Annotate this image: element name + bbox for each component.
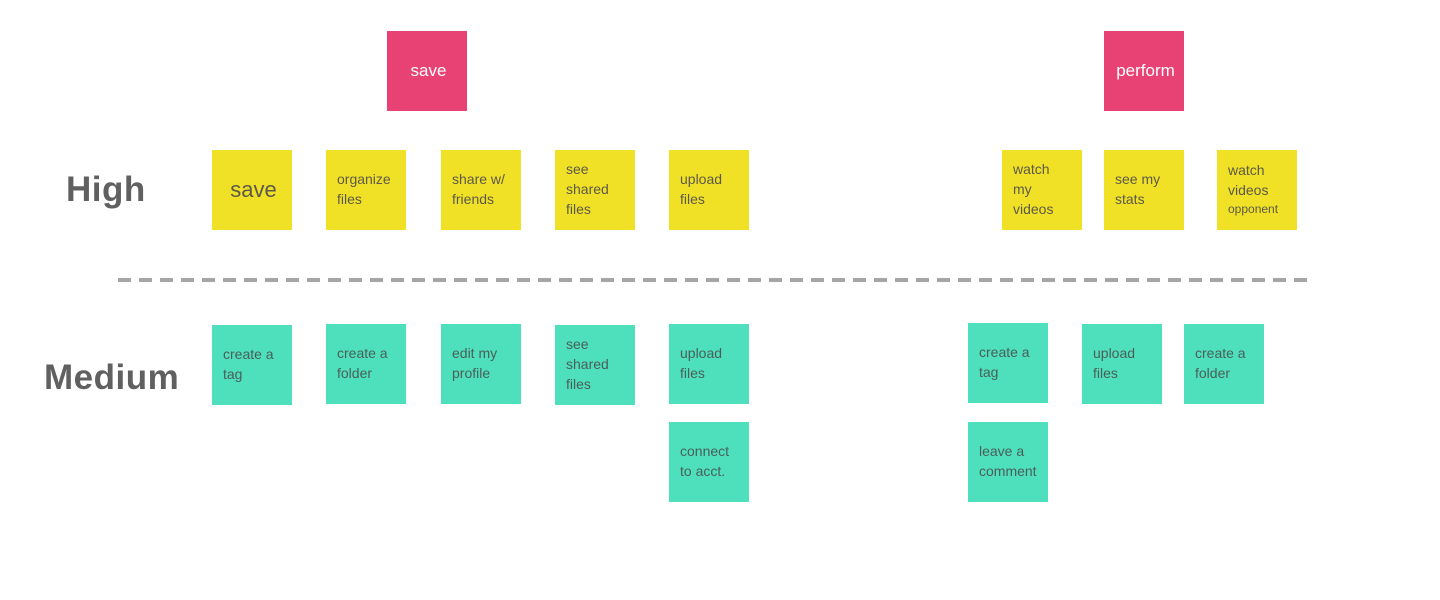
sticky-note-text: save: [410, 60, 447, 80]
sticky-note-text: leave a comment: [979, 443, 1037, 479]
priority-divider-dashed-line: [118, 278, 1312, 282]
sticky-note-medium-connect-to-acct[interactable]: connect to acct.: [669, 422, 749, 502]
row-label-medium: Medium: [44, 358, 180, 397]
sticky-note-text: see shared files: [566, 336, 609, 392]
sticky-note-high-save[interactable]: save: [212, 150, 292, 230]
sticky-note-high-upload-files[interactable]: upload files: [669, 150, 749, 230]
sticky-note-medium-upload-files[interactable]: upload files: [669, 324, 749, 404]
sticky-note-medium-create-a-tag[interactable]: create a tag: [212, 325, 292, 405]
sticky-note-high-see-shared-files[interactable]: see shared files: [555, 150, 635, 230]
sticky-note-text: upload files: [1093, 345, 1136, 381]
sticky-note-medium-create-a-folder-2[interactable]: create a folder: [1184, 324, 1264, 404]
sticky-note-medium-edit-my-profile[interactable]: edit my profile: [441, 324, 521, 404]
sticky-note-text: create a folder: [337, 345, 388, 381]
sticky-note-text: create a tag: [223, 346, 274, 382]
sticky-note-medium-leave-a-comment[interactable]: leave a comment: [968, 422, 1048, 502]
row-label-high: High: [66, 170, 146, 209]
sticky-note-text: edit my profile: [452, 345, 498, 381]
sticky-note-high-organize-files[interactable]: organize files: [326, 150, 406, 230]
sticky-note-text: connect to acct.: [680, 443, 730, 479]
sticky-note-text: see shared files: [566, 161, 609, 217]
sticky-note-high-share-w-friends[interactable]: share w/ friends: [441, 150, 521, 230]
sticky-note-text: upload files: [680, 171, 723, 207]
sticky-note-text: perform: [1116, 60, 1175, 80]
sticky-note-high-see-my-stats[interactable]: see my stats: [1104, 150, 1184, 230]
sticky-note-medium-create-a-tag-2[interactable]: create a tag: [968, 323, 1048, 403]
sticky-note-text: watch my videos: [1013, 161, 1054, 217]
sticky-note-category-save[interactable]: save: [387, 31, 467, 111]
sticky-note-high-watch-my-videos[interactable]: watch my videos: [1002, 150, 1082, 230]
sticky-note-text: organize files: [337, 171, 391, 207]
sticky-note-text: save: [230, 177, 277, 203]
sticky-note-medium-upload-files-2[interactable]: upload files: [1082, 324, 1162, 404]
sticky-note-text: create a folder: [1195, 345, 1246, 381]
sticky-note-text: share w/ friends: [452, 171, 505, 207]
sticky-note-medium-create-a-folder[interactable]: create a folder: [326, 324, 406, 404]
sticky-note-medium-see-shared-files[interactable]: see shared files: [555, 325, 635, 405]
sticky-note-text: see my stats: [1115, 171, 1161, 207]
sticky-note-text: upload files: [680, 345, 723, 381]
sticky-note-text: create a tag: [979, 344, 1030, 380]
sticky-note-category-perform[interactable]: perform: [1104, 31, 1184, 111]
sticky-note-subtext: opponent: [1228, 202, 1279, 217]
